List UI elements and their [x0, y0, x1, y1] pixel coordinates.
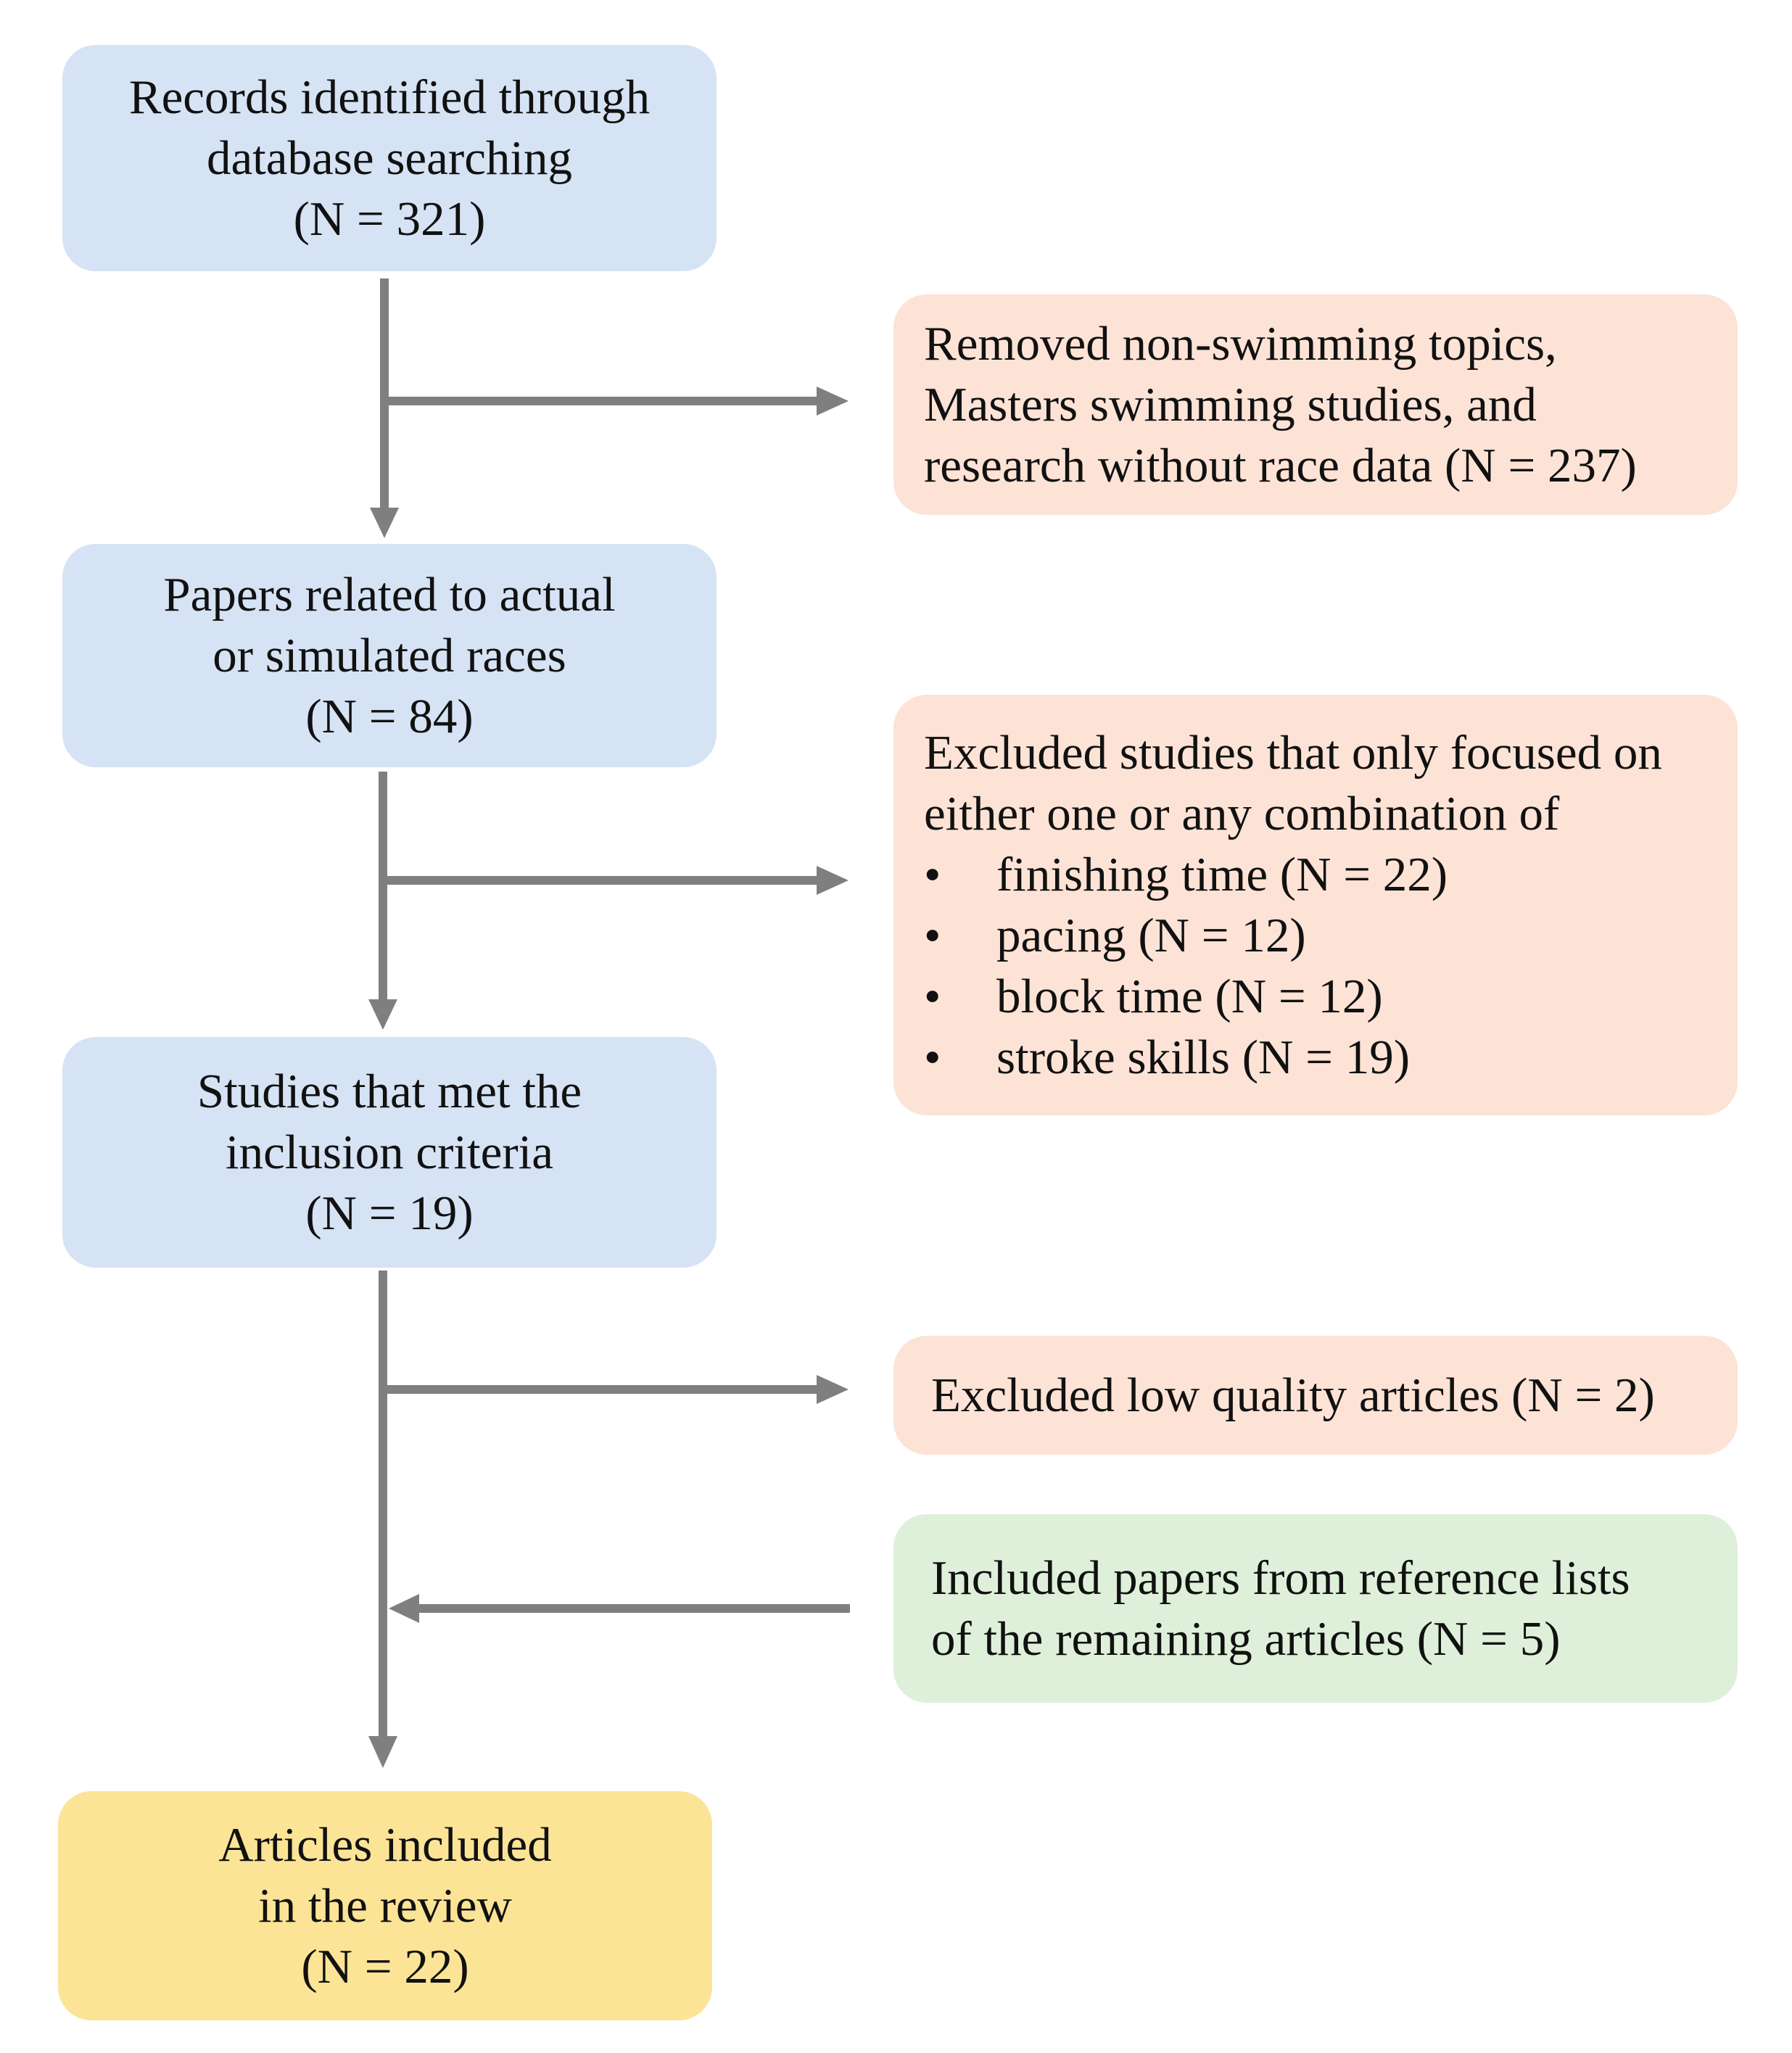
studies-inclusion-box: Studies that met the inclusion criteria …	[62, 1037, 717, 1268]
records-line-2: database searching	[206, 131, 573, 185]
arrowhead-to-removed	[817, 387, 848, 416]
included-references-box: Included papers from reference lists of …	[893, 1514, 1738, 1703]
arrowhead-papers-to-studies	[368, 999, 397, 1030]
records-line-1: Records identified through	[128, 70, 651, 124]
included-refs-line-2: of the remaining articles (N = 5)	[931, 1612, 1561, 1666]
bullet-icon: •	[924, 970, 941, 1023]
papers-related-box: Papers related to actual or simulated ra…	[62, 544, 717, 767]
exclusion-item-label: pacing (N = 12)	[996, 909, 1306, 962]
included-refs-line-1: Included papers from reference lists	[931, 1551, 1630, 1605]
removed-line-2: Masters swimming studies, and	[924, 378, 1537, 431]
bullet-icon: •	[924, 1030, 941, 1084]
exclusion-list: • finishing time (N = 22) • pacing (N = …	[924, 844, 1448, 1088]
articles-line-1: Articles included	[218, 1818, 552, 1872]
papers-line-1: Papers related to actual	[163, 568, 616, 621]
studies-count: (N = 19)	[305, 1186, 474, 1240]
arrowhead-to-low-quality	[817, 1375, 848, 1404]
arrowhead-records-to-papers	[370, 508, 399, 538]
articles-included-box: Articles included in the review (N = 22)	[58, 1791, 712, 2020]
records-identified-box: Records identified through database sear…	[62, 45, 717, 271]
bullet-icon: •	[924, 909, 941, 962]
removed-line-3: research without race data (N = 237)	[924, 439, 1637, 492]
arrowhead-studies-to-articles	[368, 1736, 397, 1768]
excluded-focus-line-2: either one or any combination of	[924, 787, 1560, 840]
excluded-focus-line-1: Excluded studies that only focused on	[924, 726, 1662, 780]
studies-line-1: Studies that met the	[197, 1065, 582, 1118]
articles-line-2: in the review	[258, 1879, 512, 1933]
exclusion-item-finishing-time: • finishing time (N = 22)	[924, 844, 1448, 905]
papers-count: (N = 84)	[305, 690, 474, 743]
exclusion-item-label: finishing time (N = 22)	[996, 848, 1448, 901]
records-count: (N = 321)	[293, 192, 486, 246]
exclusion-item-stroke-skills: • stroke skills (N = 19)	[924, 1027, 1448, 1088]
low-quality-excluded-box: Excluded low quality articles (N = 2)	[893, 1336, 1738, 1455]
exclusion-item-label: stroke skills (N = 19)	[996, 1030, 1411, 1084]
exclusion-item-label: block time (N = 12)	[996, 970, 1383, 1023]
arrowhead-from-included-refs	[389, 1594, 419, 1623]
arrowhead-to-excluded-focus	[817, 866, 848, 895]
studies-line-2: inclusion criteria	[225, 1125, 554, 1179]
articles-count: (N = 22)	[301, 1940, 469, 1994]
exclusion-item-pacing: • pacing (N = 12)	[924, 905, 1448, 966]
removed-topics-box: Removed non-swimming topics, Masters swi…	[893, 294, 1738, 515]
low-quality-line: Excluded low quality articles (N = 2)	[931, 1368, 1655, 1422]
bullet-icon: •	[924, 848, 941, 901]
removed-line-1: Removed non-swimming topics,	[924, 317, 1557, 371]
papers-line-2: or simulated races	[212, 629, 566, 682]
excluded-focus-box: Excluded studies that only focused on ei…	[893, 695, 1738, 1115]
exclusion-item-block-time: • block time (N = 12)	[924, 966, 1448, 1027]
